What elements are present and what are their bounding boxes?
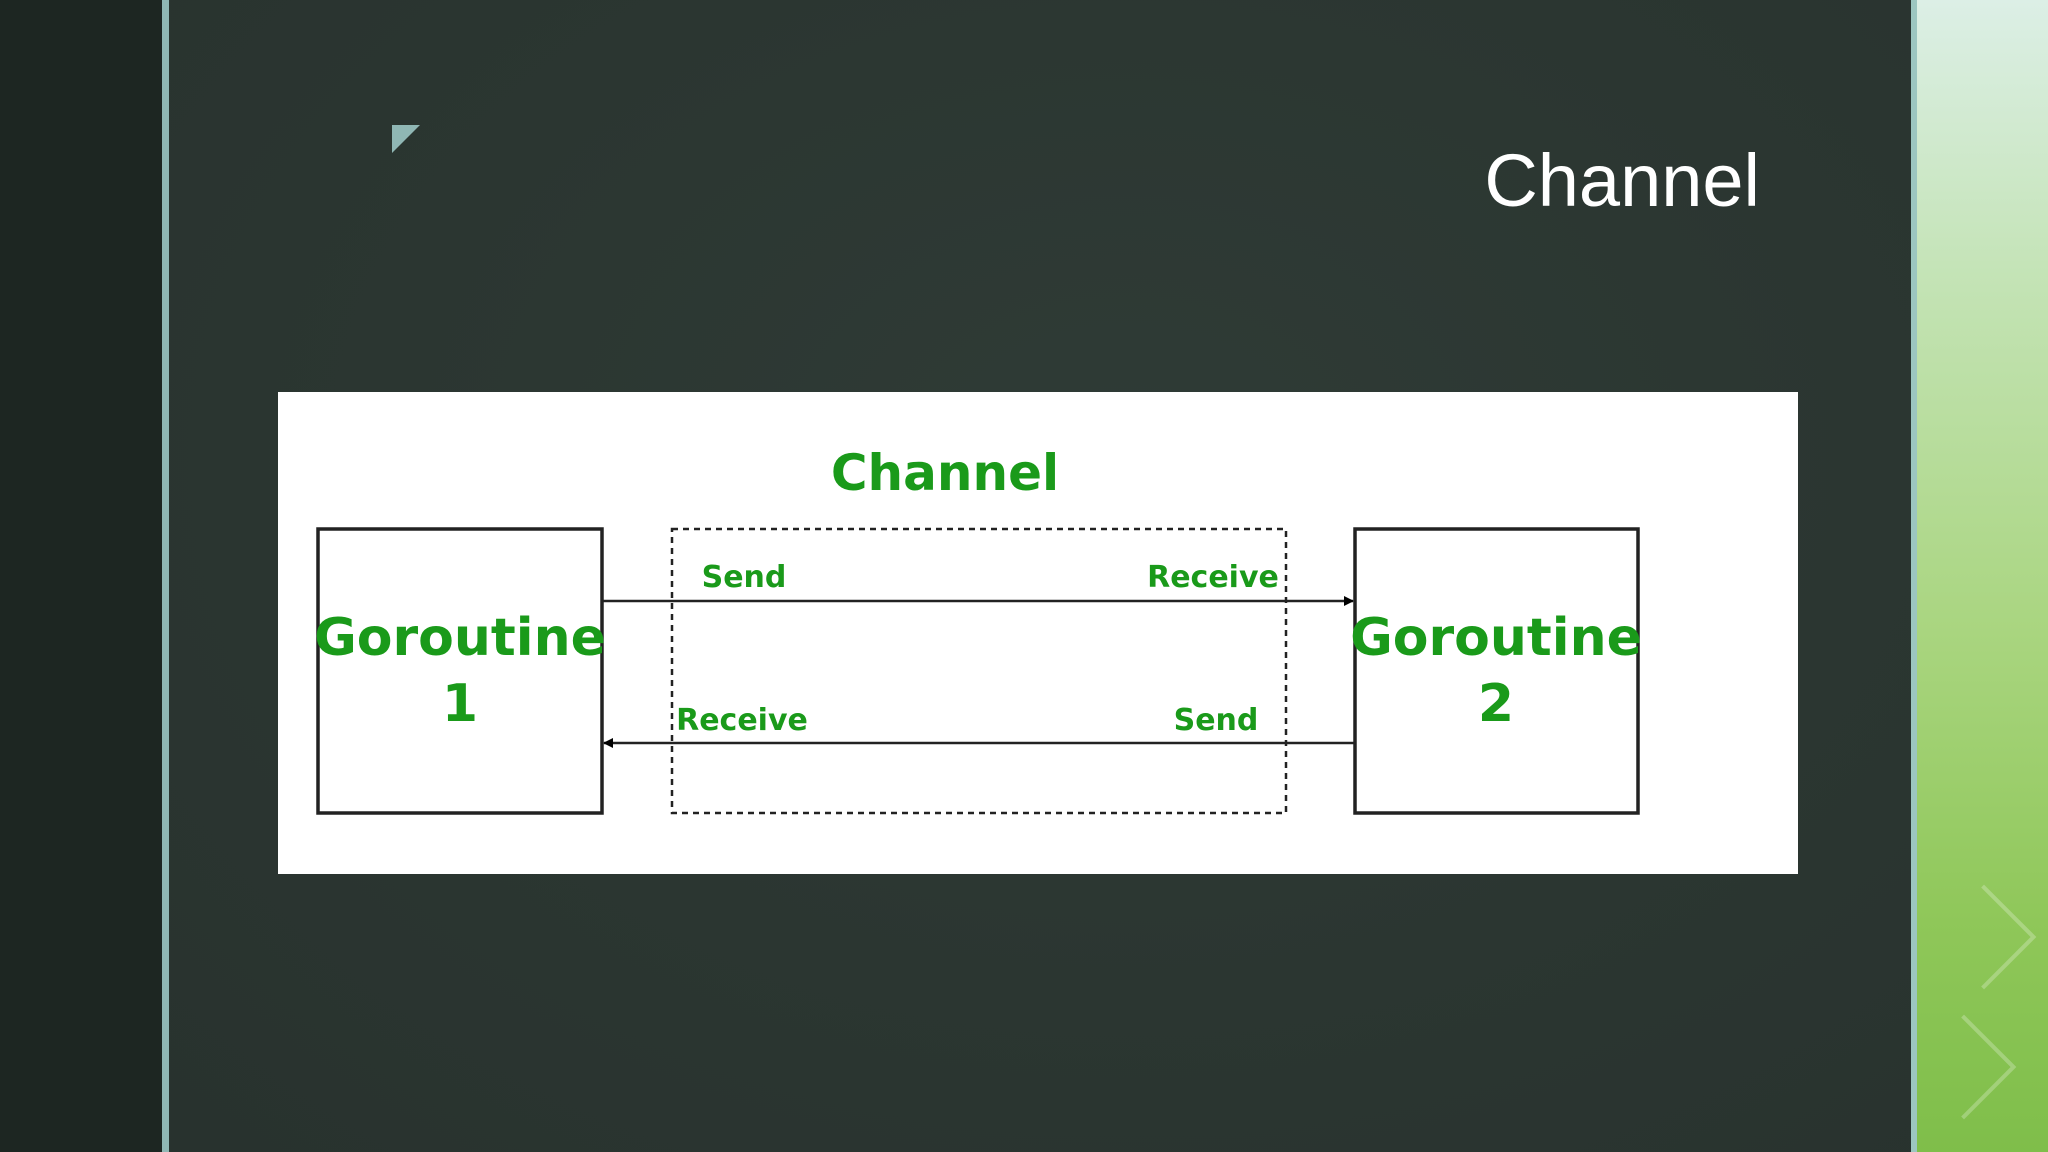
channel-label: Channel xyxy=(831,444,1059,502)
right-accent-line xyxy=(1911,0,1917,1152)
bottom-send-label: Send xyxy=(1174,703,1259,738)
goroutine-1-label: Goroutine xyxy=(314,608,606,668)
channel-diagram-figure: Channel Goroutine 1 Goroutine 2 Send Rec… xyxy=(278,392,1798,874)
channel-diagram: Channel Goroutine 1 Goroutine 2 Send Rec… xyxy=(314,444,1642,815)
left-accent-line xyxy=(162,0,169,1152)
slide-title: Channel xyxy=(1484,139,1760,222)
bottom-receive-label: Receive xyxy=(676,703,808,738)
goroutine-2-number: 2 xyxy=(1478,674,1514,734)
chevron-decoration-icon xyxy=(1931,884,2037,990)
goroutine-1-number: 1 xyxy=(442,674,478,734)
left-band xyxy=(0,0,162,1152)
channel-region xyxy=(670,527,1288,815)
goroutine-1-box xyxy=(316,527,604,815)
right-decorative-band xyxy=(1917,0,2048,1152)
top-receive-label: Receive xyxy=(1147,560,1279,595)
corner-triangle-icon xyxy=(392,125,420,153)
chevron-decoration-icon xyxy=(1917,1014,2017,1120)
top-send-label: Send xyxy=(702,560,787,595)
goroutine-2-label: Goroutine xyxy=(1350,608,1642,668)
goroutine-2-box xyxy=(1353,527,1640,815)
